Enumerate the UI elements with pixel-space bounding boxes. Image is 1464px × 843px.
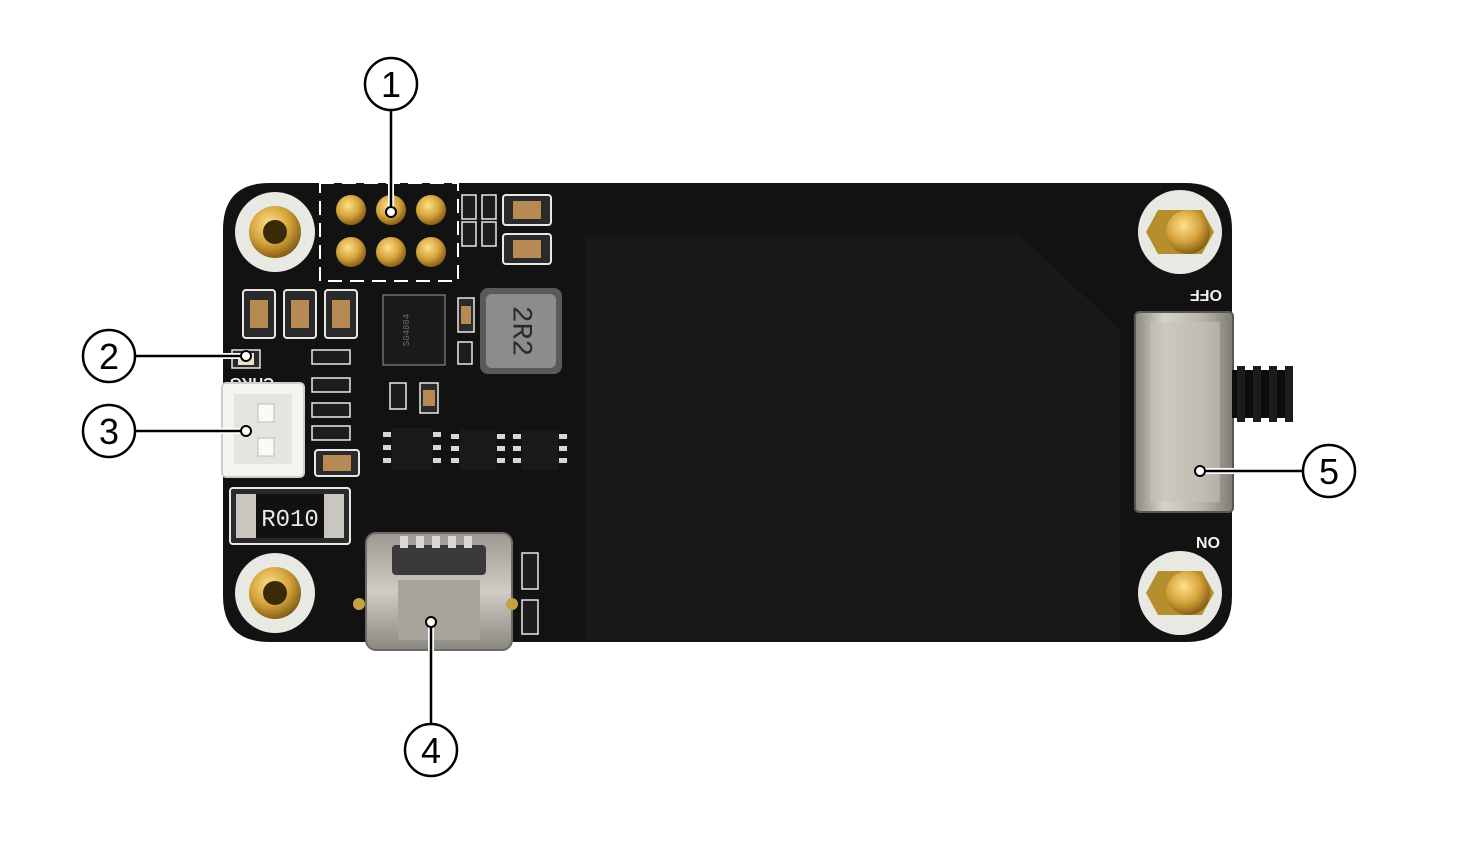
callout-2: 2	[81, 328, 137, 384]
usb-c-port	[353, 532, 518, 651]
svg-text:4: 4	[421, 730, 441, 771]
standoff-bottom-right	[1138, 551, 1222, 635]
switch-off-label: OFF	[1190, 286, 1222, 303]
pogo-pin-header	[319, 182, 459, 282]
callout-1: 1	[363, 56, 419, 112]
svg-text:3: 3	[99, 411, 119, 452]
smd-resistors-header	[461, 194, 497, 247]
callout-lines	[135, 109, 1303, 726]
standoff-top-right	[1138, 190, 1222, 274]
svg-text:5: 5	[1319, 451, 1339, 492]
sop-ics	[383, 428, 567, 470]
capacitors-top	[502, 194, 552, 265]
mounting-hole-bottom-left	[235, 553, 315, 633]
usb-cc-resistors	[521, 552, 539, 635]
smd-misc	[389, 297, 475, 414]
mounting-hole-top-left	[235, 192, 315, 272]
charger-ic: SG4884	[382, 294, 446, 366]
svg-text:2: 2	[99, 336, 119, 377]
capacitors-left	[242, 289, 358, 339]
smd-resistors-mid	[311, 349, 360, 477]
switch-on-label: ON	[1196, 533, 1220, 550]
callout-3: 3	[81, 403, 137, 459]
power-switch	[1134, 311, 1293, 513]
svg-text:1: 1	[381, 64, 401, 105]
sense-resistor: R010	[229, 487, 351, 545]
callout-4: 4	[403, 722, 459, 778]
svg-text:2R2: 2R2	[505, 306, 536, 356]
svg-text:R010: R010	[261, 507, 319, 534]
callout-line-ends	[240, 206, 1206, 628]
callout-5: 5	[1301, 443, 1357, 499]
copper-pour	[585, 235, 1120, 640]
svg-text:SG4884: SG4884	[402, 314, 412, 346]
inductor: 2R2	[480, 288, 562, 374]
